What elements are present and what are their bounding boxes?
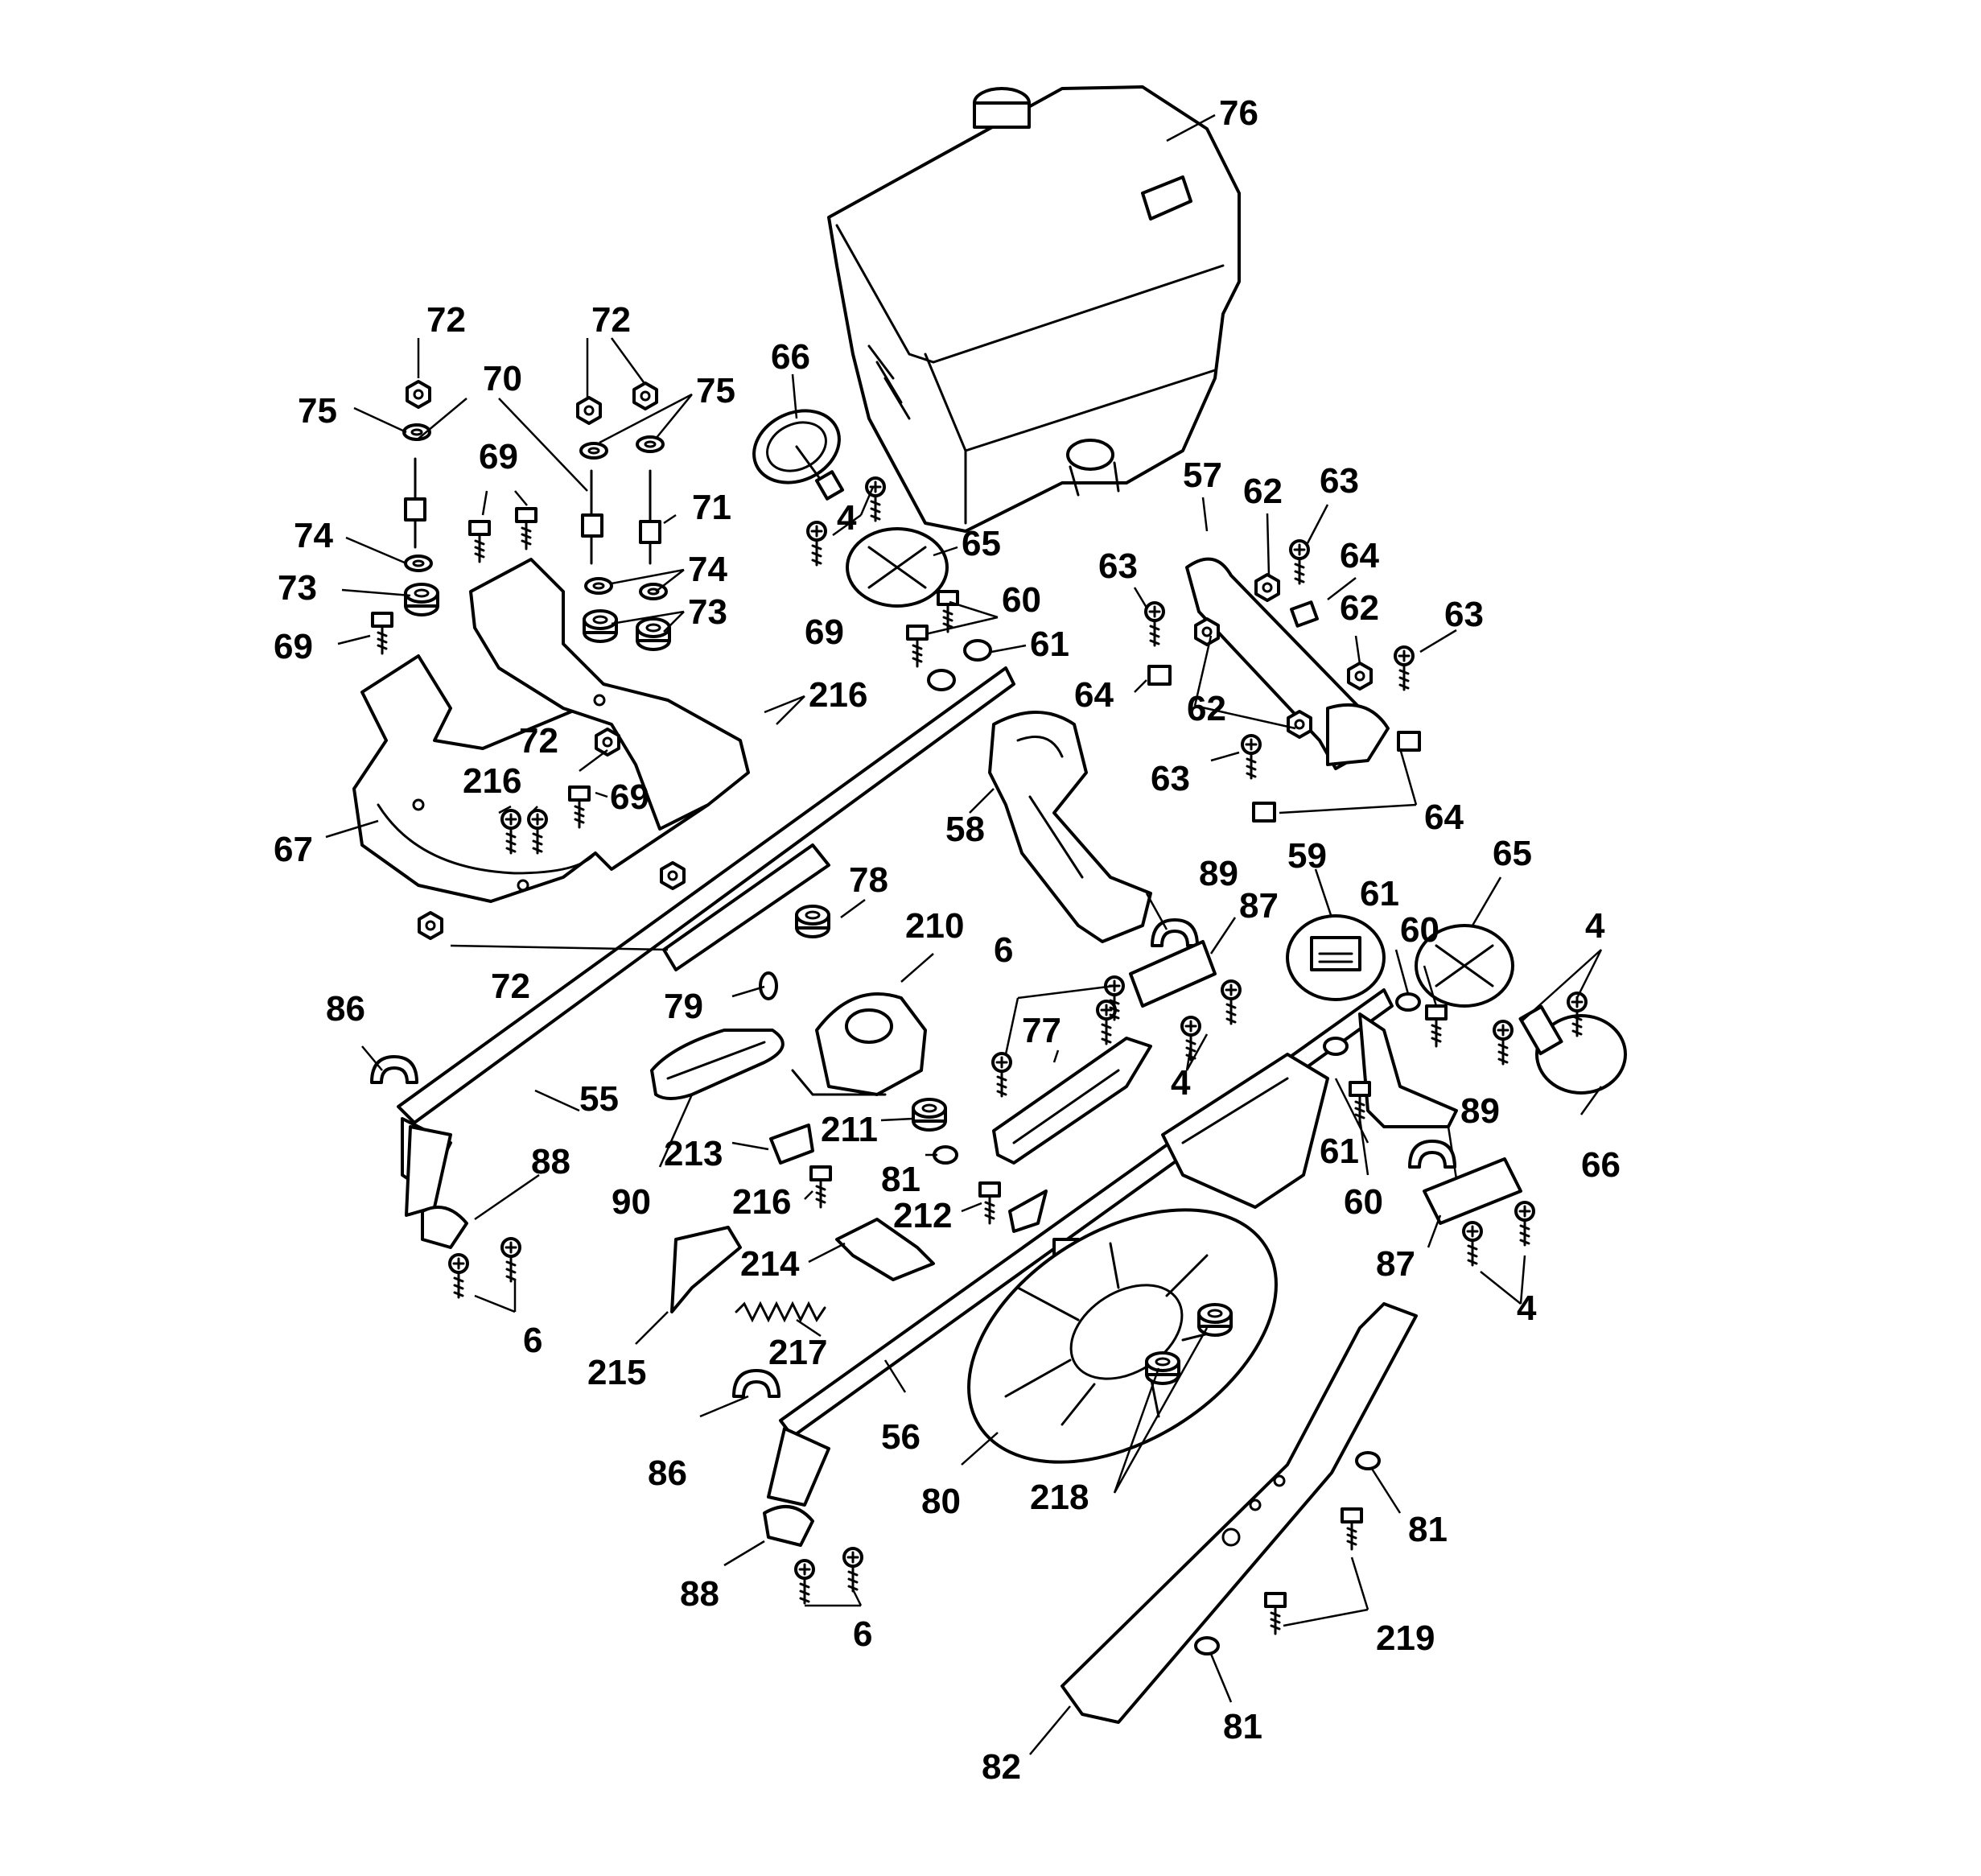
callout-80: 80 (921, 1482, 961, 1521)
engine (827, 85, 1241, 533)
callout-81: 81 (1408, 1510, 1448, 1549)
callout-212: 212 (893, 1196, 952, 1235)
callout-62: 62 (1187, 689, 1226, 728)
callout-55: 55 (579, 1079, 619, 1119)
callout-87: 87 (1239, 886, 1279, 926)
callout-218: 218 (1030, 1478, 1089, 1517)
callout-213: 213 (664, 1134, 723, 1173)
callout-86: 86 (326, 989, 365, 1029)
callout-210: 210 (905, 906, 964, 946)
callout-4: 4 (1171, 1063, 1191, 1103)
callout-87: 87 (1376, 1244, 1415, 1284)
callout-75: 75 (696, 371, 735, 410)
callout-56: 56 (881, 1417, 920, 1457)
hubcap-top (846, 527, 992, 691)
stud-stack-center (468, 381, 671, 651)
callout-211: 211 (821, 1110, 878, 1149)
callout-90: 90 (612, 1182, 651, 1222)
callout-217: 217 (768, 1333, 827, 1372)
callout-67: 67 (274, 830, 313, 869)
callout-72: 72 (426, 300, 466, 340)
callout-69: 69 (274, 627, 313, 666)
callout-74: 74 (294, 516, 333, 555)
callout-73: 73 (278, 568, 317, 608)
callout-66: 66 (771, 337, 810, 377)
bracket-front (1286, 914, 1448, 1048)
axle-bracket-right (1144, 539, 1421, 823)
callout-76: 76 (1219, 93, 1258, 133)
callout-79: 79 (664, 987, 703, 1026)
callout-69: 69 (479, 437, 518, 476)
blade-fan (967, 1208, 1278, 1464)
callout-60: 60 (1344, 1182, 1383, 1222)
callout-6: 6 (523, 1321, 542, 1360)
callout-57: 57 (1183, 456, 1222, 495)
callout-64: 64 (1424, 798, 1464, 837)
callout-66: 66 (1581, 1145, 1621, 1185)
callout-88: 88 (680, 1574, 719, 1614)
height-lever (988, 711, 1152, 943)
callout-89: 89 (1199, 854, 1238, 893)
callout-78: 78 (849, 860, 888, 900)
callout-70: 70 (483, 359, 522, 398)
callout-61: 61 (1030, 625, 1069, 664)
leader-lines (325, 113, 1603, 1755)
callout-89: 89 (1460, 1091, 1500, 1131)
callout-69: 69 (610, 777, 649, 817)
callout-74: 74 (688, 550, 727, 589)
callout-81: 81 (1223, 1707, 1262, 1746)
stud-stack-left (402, 380, 439, 616)
callout-63: 63 (1444, 595, 1484, 634)
callout-72: 72 (491, 967, 530, 1006)
callout-72: 72 (591, 300, 631, 340)
callout-65: 65 (1493, 834, 1532, 873)
callout-219: 219 (1376, 1618, 1435, 1658)
axle-front (732, 988, 1458, 1605)
mounting-plate (352, 558, 750, 940)
callout-6: 6 (994, 930, 1013, 970)
callout-61: 61 (1320, 1132, 1359, 1171)
callout-61: 61 (1360, 874, 1399, 913)
callout-63: 63 (1320, 461, 1359, 501)
callout-63: 63 (1098, 546, 1138, 586)
callout-75: 75 (298, 391, 337, 431)
callout-216: 216 (809, 675, 867, 715)
callout-63: 63 (1151, 759, 1190, 798)
callout-62: 62 (1340, 588, 1379, 628)
callout-69: 69 (805, 612, 844, 652)
wheel-top (752, 409, 886, 567)
wheel-right (1415, 924, 1627, 1095)
callout-214: 214 (740, 1244, 800, 1284)
callout-86: 86 (648, 1453, 687, 1493)
callout-64: 64 (1074, 675, 1114, 715)
callout-215: 215 (587, 1353, 646, 1392)
callout-72: 72 (519, 721, 558, 761)
callout-82: 82 (982, 1747, 1021, 1787)
callout-64: 64 (1340, 536, 1379, 575)
callout-4: 4 (1585, 906, 1605, 946)
clutch-group (650, 905, 1001, 1323)
callout-4: 4 (837, 498, 857, 538)
callout-88: 88 (531, 1142, 570, 1181)
axle-rear (370, 666, 1015, 1299)
blade (1061, 1302, 1418, 1724)
callout-59: 59 (1287, 836, 1327, 876)
callout-77: 77 (1022, 1011, 1061, 1050)
callout-58: 58 (945, 810, 985, 849)
callout-216: 216 (463, 761, 521, 801)
deflector (991, 975, 1152, 1165)
callout-73: 73 (688, 592, 727, 632)
callout-4: 4 (1517, 1288, 1537, 1328)
callout-216: 216 (732, 1182, 791, 1222)
callout-71: 71 (692, 488, 731, 527)
callout-6: 6 (853, 1614, 872, 1654)
callout-81: 81 (881, 1160, 920, 1199)
callout-65: 65 (962, 524, 1001, 563)
callout-60: 60 (1002, 580, 1041, 620)
callout-62: 62 (1243, 472, 1283, 511)
callout-60: 60 (1400, 910, 1439, 950)
callout-labels: 76 72 72 70 75 75 66 69 71 74 74 73 73 6… (274, 93, 1621, 1787)
